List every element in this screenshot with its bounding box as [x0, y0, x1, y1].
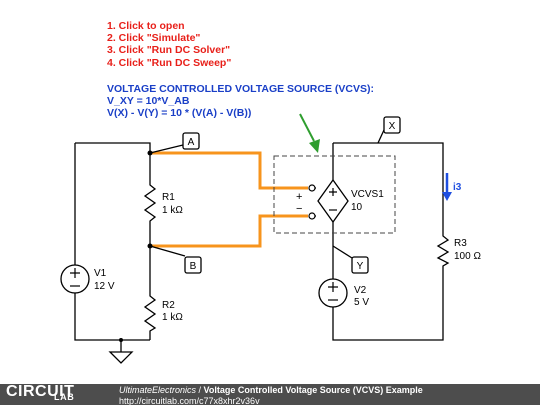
vcvs1-value: 10: [351, 202, 363, 213]
green-arrow: [300, 114, 320, 153]
node-y-label: Y: [357, 261, 364, 272]
vcvs1-name: VCVS1: [351, 189, 384, 200]
sense-plus-terminal: [309, 185, 315, 191]
r3-resistor[interactable]: [438, 232, 448, 268]
r2-value: 1 kΩ: [162, 312, 183, 323]
sense-minus-terminal: [309, 213, 315, 219]
r2-name: R2: [162, 300, 175, 311]
node-flag-x[interactable]: X: [378, 117, 400, 143]
logo-text-bottom: LAB: [54, 392, 74, 402]
node-flag-y[interactable]: Y: [333, 246, 368, 273]
footer-title[interactable]: Voltage Controlled Voltage Source (VCVS)…: [204, 385, 423, 395]
v1-source[interactable]: [61, 265, 89, 293]
footer-user[interactable]: UltimateElectronics: [119, 385, 196, 395]
control-wire-b: [150, 216, 308, 246]
current-label-i3: i3: [453, 182, 462, 193]
sense-plus-label: +: [296, 191, 302, 203]
v2-value: 5 V: [354, 297, 369, 308]
v1-name: V1: [94, 268, 107, 279]
node-flag-a[interactable]: A: [150, 133, 199, 153]
node-x-label: X: [389, 121, 396, 132]
v1-value: 12 V: [94, 281, 115, 292]
r1-value: 1 kΩ: [162, 205, 183, 216]
footer-bar: CIRCUIT LAB UltimateElectronics / Voltag…: [0, 384, 540, 405]
footer-text: UltimateElectronics / Voltage Controlled…: [119, 385, 423, 406]
ground-icon: [110, 352, 132, 363]
r1-resistor[interactable]: [145, 181, 155, 225]
control-wire-a: [150, 153, 308, 188]
vcvs1-symbol[interactable]: [318, 180, 348, 222]
node-flag-b[interactable]: B: [150, 246, 201, 273]
r3-name: R3: [454, 238, 467, 249]
wire-top-left: [75, 143, 150, 181]
v2-name: V2: [354, 285, 367, 296]
node-b-label: B: [190, 261, 197, 272]
junction-ground: [119, 338, 123, 342]
r1-name: R1: [162, 192, 175, 203]
node-a-label: A: [188, 137, 195, 148]
r2-resistor[interactable]: [145, 292, 155, 335]
footer-url[interactable]: http://circuitlab.com/c77x8xhr2v36v: [119, 396, 423, 406]
wire-right-bottom: [333, 268, 443, 340]
junctions: [119, 151, 153, 343]
sense-terminals: [309, 185, 315, 219]
v2-source[interactable]: [319, 279, 347, 307]
footer-separator: /: [196, 385, 204, 395]
sense-minus-label: −: [296, 203, 302, 215]
wire-v1-bottom: [75, 293, 150, 340]
r3-value: 100 Ω: [454, 251, 481, 262]
